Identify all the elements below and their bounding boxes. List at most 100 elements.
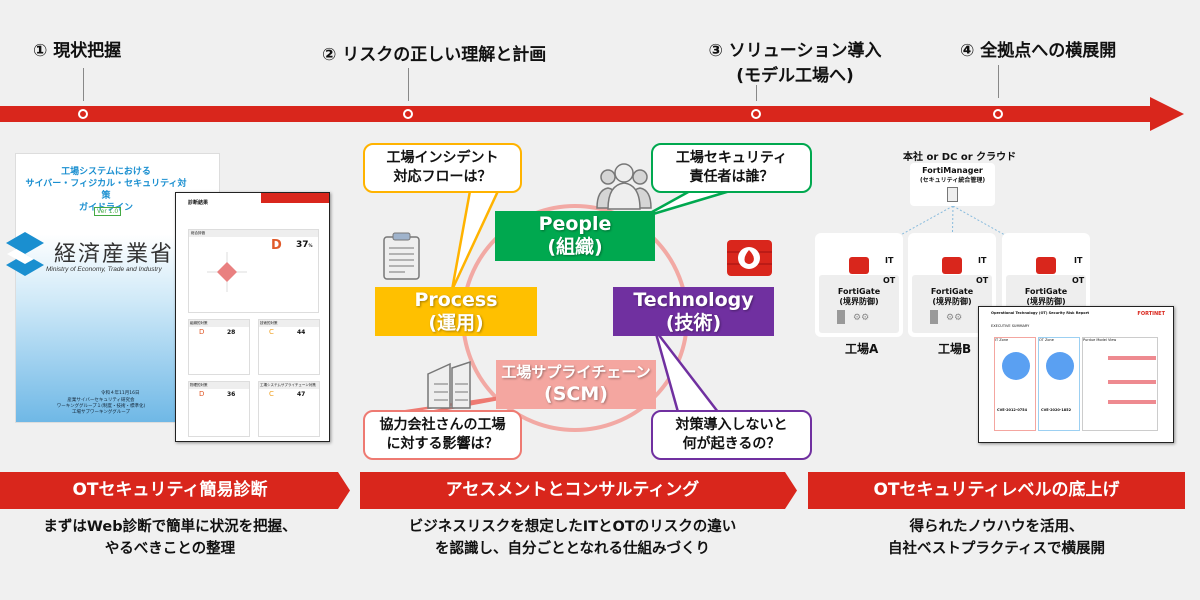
fortigate-sub: (境界防御): [932, 297, 972, 306]
timeline-arrow: [0, 106, 1152, 122]
buildings-icon: [427, 360, 471, 409]
banner-diagnosis: OTセキュリティ簡易診断: [72, 480, 268, 500]
fortigate-icon: [1036, 257, 1056, 274]
purdue-row: [1108, 380, 1156, 384]
fortigate-label: FortiGate: [1024, 287, 1068, 296]
process-box: Process(運用): [375, 287, 537, 336]
ot-report-summary: EXECUTIVE SUMMARY: [991, 324, 1030, 328]
banner-assessment: アセスメントとコンサルティング: [445, 480, 700, 500]
purdue-row: [1108, 356, 1156, 360]
meti-logo-icon: [6, 232, 44, 276]
card-score: 28: [227, 329, 236, 336]
fortimanager-sub: (セキュリティ統合管理): [919, 177, 986, 184]
step-2-label: ② リスクの正しい理解と計画: [322, 45, 547, 65]
firewall-icon: [727, 240, 772, 276]
overall-label: 総合評価: [189, 230, 318, 237]
it-label: IT: [1074, 256, 1083, 265]
technology-box: Technology(技術): [613, 287, 774, 336]
scm-label: 工場サプライチェーン: [501, 363, 651, 381]
banner-arrow-2: [360, 472, 797, 509]
banner-level-up: OTセキュリティレベルの底上げ: [873, 480, 1120, 500]
desc-level-up: 得られたノウハウを活用、 自社ベストプラクティスで横展開: [888, 519, 1105, 557]
guideline-version: Ver 1.0: [94, 207, 122, 216]
guideline-title: 工場システムにおける サイバー・フィジカル・セキュリティ対策 ガイドライン: [25, 167, 187, 213]
scm-box: 工場サプライチェーン(SCM): [496, 360, 656, 409]
milestone-dot-2: [403, 109, 413, 119]
overall-score-unit: %: [308, 243, 313, 248]
callout-process: 工場インシデント 対応フローは？: [363, 143, 522, 193]
zone-label: IT Zone: [995, 338, 1009, 342]
fortigate-sub: (境界防御): [1026, 297, 1066, 306]
step-3-label: ③ ソリューション導入(モデル工場へ): [705, 36, 885, 86]
milestone-dot-1: [78, 109, 88, 119]
card-grade: D: [199, 328, 205, 336]
callout-people: 工場セキュリティ 責任者は誰？: [651, 143, 812, 193]
report-title: 診断結果: [188, 200, 209, 206]
overall-grade: D: [271, 238, 282, 253]
factory-b-label: 工場B: [938, 342, 972, 356]
callout-tail-technology: [653, 329, 721, 414]
zone-label: Purdue Model View: [1083, 338, 1117, 342]
card-grade: D: [199, 390, 205, 398]
ot-label: OT: [1072, 276, 1085, 285]
guideline-org: 産業サイバーセキュリティ研究会 ワーキンググループ１(制度・技術・標準化) 工場…: [56, 398, 146, 415]
ministry-en: Ministry of Economy, Trade and Industry: [46, 266, 162, 273]
step-1-label: ① 現状把握: [33, 41, 122, 61]
technology-sub: (技術): [665, 312, 722, 334]
process-label: Process: [414, 289, 498, 311]
fortimanager-box: FortiManager (セキュリティ統合管理): [910, 163, 995, 206]
fortigate-label: FortiGate: [930, 287, 974, 296]
people-box: People(組織): [495, 211, 655, 261]
fortigate-icon: [849, 257, 869, 274]
it-label: IT: [978, 256, 987, 265]
tick-1: [83, 68, 84, 101]
callout-technology: 対策導入しないと 何が起きるの？: [651, 410, 812, 460]
robot-arm-icon: ⚙⚙: [853, 313, 870, 323]
hq-label: 本社 or DC or クラウド: [903, 152, 1017, 163]
card-score: 47: [297, 391, 306, 398]
card-score: 44: [297, 329, 306, 336]
factory-a-label: 工場A: [845, 342, 879, 356]
callout-tail-process: [450, 189, 500, 291]
desc-assessment: ビジネスリスクを想定したITとOTのリスクの違い を認識し、自分ごととなれる仕組…: [408, 519, 737, 557]
tick-2: [408, 68, 409, 101]
card-title: 技術的対策: [259, 320, 319, 327]
zone-cve: CVE-2012-0754: [997, 408, 1028, 412]
desc-diagnosis: まずはWeb診断で簡単に状況を把握、 やるべきことの整理: [43, 519, 297, 557]
banner-shapes: [0, 472, 1185, 509]
milestone-dot-3: [751, 109, 761, 119]
ot-label: OT: [883, 276, 896, 285]
card-grade: C: [269, 390, 274, 398]
fortigate-label: FortiGate: [837, 287, 881, 296]
zone-label: OT Zone: [1039, 338, 1054, 342]
callout-tail-people: [642, 189, 731, 219]
people-sub: (組織): [547, 236, 603, 258]
ot-report-title: Operational Technology (OT) Security Ris…: [991, 311, 1090, 315]
purdue-row: [1108, 400, 1156, 404]
people-label: People: [538, 213, 612, 235]
fortigate-icon: [942, 257, 962, 274]
guideline-date: 令和４年11月16日: [101, 391, 140, 396]
tick-4: [998, 65, 999, 98]
card-title: 組織的対策: [189, 320, 249, 327]
fortinet-logo: FORTINET: [1137, 311, 1165, 317]
robot-arm-icon: ⚙⚙: [946, 313, 963, 323]
overall-card: 総合評価 D 37%: [188, 229, 319, 313]
ot-risk-report: Operational Technology (OT) Security Ris…: [978, 306, 1174, 443]
ministry-name: 経済産業省: [54, 242, 175, 267]
fortigate-sub: (境界防御): [839, 297, 879, 306]
technology-label: Technology: [633, 289, 754, 311]
zone-pie: [1002, 352, 1030, 380]
it-label: IT: [885, 256, 894, 265]
radar-chart: [207, 252, 247, 292]
ot-label: OT: [976, 276, 989, 285]
tick-3: [756, 85, 757, 101]
